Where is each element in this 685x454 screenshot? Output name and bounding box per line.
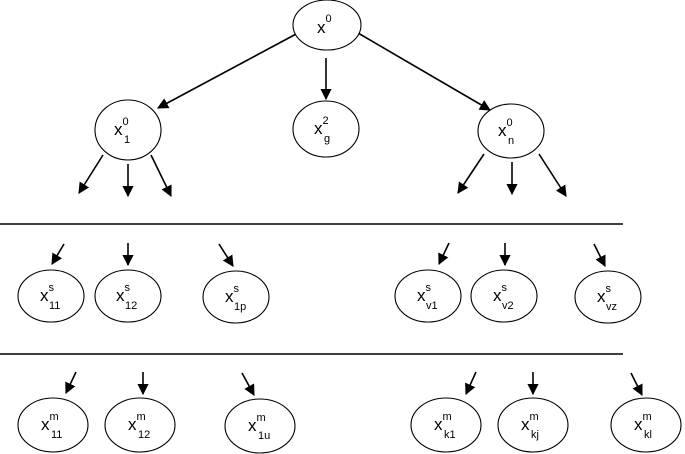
node-superscript: 0	[123, 116, 129, 128]
node-base-text: x	[493, 286, 502, 305]
node-base-text: x	[417, 286, 426, 305]
node-x-m-kj: xm kj	[497, 397, 569, 453]
level1-outgoing-arrows	[78, 153, 567, 198]
svg-text:xs: xs	[225, 283, 240, 306]
node-base-text: x	[521, 415, 530, 434]
node-subscript: kl	[644, 429, 652, 441]
svg-text:x0: x0	[498, 117, 513, 140]
stub-arrow	[630, 372, 643, 397]
node-subscript: 11	[49, 300, 60, 312]
node-superscript: s	[234, 283, 240, 295]
node-base-text: x	[225, 287, 234, 306]
node-x-m-kl: xm kl	[610, 397, 682, 453]
node-superscript: s	[125, 282, 131, 294]
stub-arrow	[150, 154, 172, 198]
node-subscript: n	[508, 135, 514, 147]
stub-arrow	[457, 153, 485, 194]
svg-text:xm: xm	[248, 412, 266, 435]
stub-arrow	[241, 372, 255, 396]
level-m-incoming-arrows	[65, 371, 643, 397]
node-subscript: 1u	[258, 430, 270, 442]
node-base-text: x	[128, 415, 137, 434]
edge-root-to-x1	[157, 32, 299, 109]
svg-text:xm: xm	[128, 411, 146, 434]
node-subscript: g	[324, 133, 330, 145]
node-superscript: s	[426, 282, 432, 294]
svg-text:xm: xm	[434, 411, 452, 434]
node-subscript: k1	[444, 429, 456, 441]
node-x-s-vz: xs vz	[574, 270, 642, 324]
svg-text:x0: x0	[317, 13, 332, 37]
stub-arrow	[538, 153, 567, 197]
node-x-s-12: xs 12	[94, 269, 162, 323]
node-x-m-12: xm 12	[104, 397, 176, 453]
node-subscript: 12	[138, 429, 150, 441]
node-superscript: m	[257, 412, 266, 424]
node-subscript: 12	[125, 300, 137, 312]
node-x-m-11: xm 11	[17, 397, 89, 453]
node-base-text: x	[114, 120, 123, 139]
node-base-text: x	[597, 287, 606, 306]
node-x-s-v2: xs v2	[470, 269, 538, 323]
stub-arrow	[218, 243, 234, 267]
node-subscript: kj	[531, 429, 539, 441]
node-base-text: x	[40, 286, 49, 305]
node-base-text: x	[434, 415, 443, 434]
node-x-s-11: xs 11	[17, 269, 85, 323]
node-subscript: 11	[51, 429, 62, 441]
node-subscript: 1	[124, 134, 130, 146]
svg-text:xs: xs	[417, 282, 432, 305]
node-xn: x0 n	[477, 103, 545, 159]
node-base-text: x	[248, 416, 257, 435]
node-base-text: x	[317, 18, 326, 37]
node-subscript: v2	[502, 300, 514, 312]
node-base-text: x	[498, 121, 507, 140]
node-superscript: m	[643, 411, 652, 423]
node-xg: x2 g	[292, 100, 360, 158]
node-x-m-1u: xm 1u	[224, 398, 296, 454]
svg-text:xm: xm	[634, 411, 652, 434]
stub-arrow	[51, 243, 65, 265]
level-s-incoming-arrows	[51, 242, 606, 268]
node-base-text: x	[116, 286, 125, 305]
stub-arrow	[65, 371, 77, 395]
svg-text:xm: xm	[41, 411, 59, 434]
stub-arrow	[78, 154, 104, 194]
svg-text:xm: xm	[521, 411, 539, 434]
node-superscript: m	[137, 411, 146, 423]
svg-text:xs: xs	[40, 282, 55, 305]
node-superscript: 0	[507, 117, 513, 129]
svg-text:x0: x0	[114, 116, 129, 139]
node-x1: x0 1	[94, 99, 162, 161]
node-base-text: x	[41, 415, 50, 434]
node-x-s-v1: xs v1	[394, 269, 462, 323]
stub-arrow	[438, 242, 450, 266]
svg-text:x2: x2	[314, 115, 329, 138]
root-edges	[157, 32, 491, 111]
node-superscript: m	[443, 411, 452, 423]
node-superscript: 0	[326, 13, 332, 25]
node-superscript: 2	[323, 115, 329, 127]
svg-text:xs: xs	[116, 282, 131, 305]
node-base-text: x	[314, 119, 323, 138]
node-root: x0	[292, 0, 362, 51]
node-subscript: 1p	[234, 301, 246, 313]
node-superscript: m	[530, 411, 539, 423]
node-superscript: s	[502, 282, 508, 294]
svg-text:xs: xs	[597, 283, 612, 306]
stub-arrow	[593, 243, 606, 268]
stub-arrow	[465, 371, 477, 396]
node-x-s-1p: xs 1p	[202, 270, 270, 324]
svg-text:xs: xs	[493, 282, 508, 305]
node-base-text: x	[634, 415, 643, 434]
node-subscript: v1	[426, 300, 438, 312]
node-x-m-k1: xm k1	[410, 397, 482, 453]
node-superscript: m	[50, 411, 59, 423]
node-subscript: vz	[606, 301, 617, 313]
node-superscript: s	[49, 282, 55, 294]
node-superscript: s	[606, 283, 612, 295]
edge-root-to-xn	[357, 32, 491, 111]
